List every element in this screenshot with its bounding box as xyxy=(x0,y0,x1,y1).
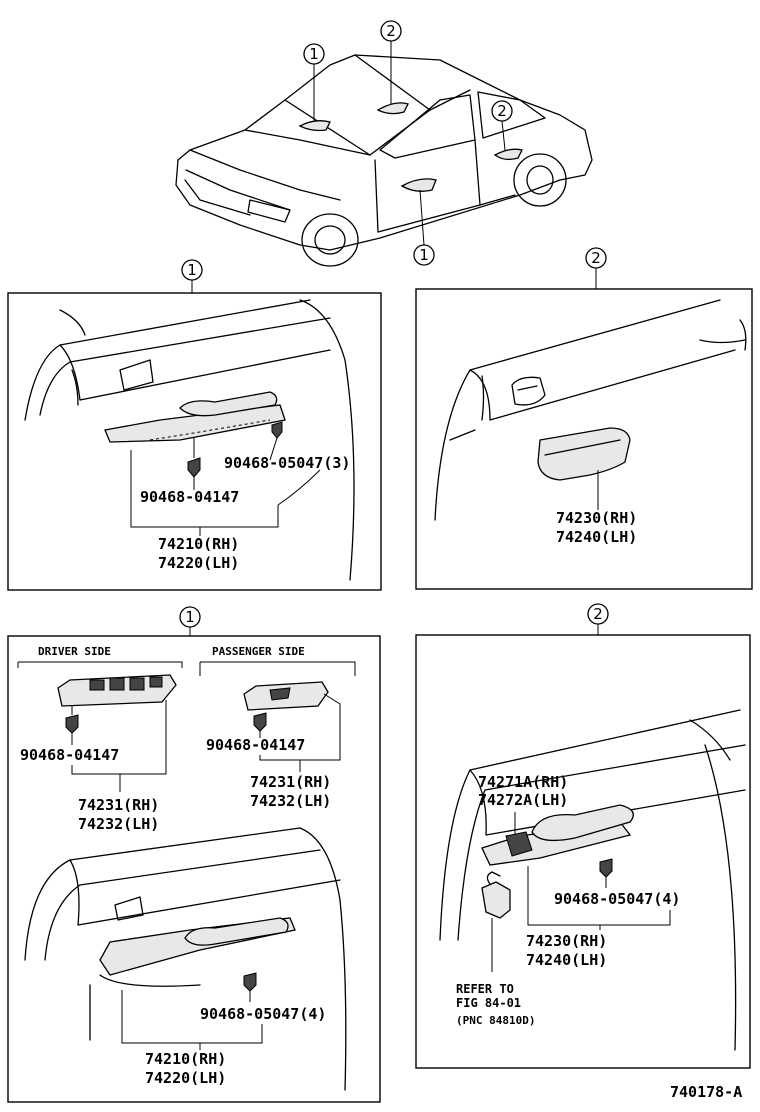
callout-car-1-top: 1 xyxy=(303,43,325,122)
driver-part-rh: 74231(RH) xyxy=(78,796,159,814)
panel-d-refer-line1: REFER TO xyxy=(456,982,514,996)
callout-panel-d: 2 xyxy=(587,603,609,635)
panel-d-connector-icon xyxy=(481,871,511,919)
driver-clip-icon xyxy=(65,714,79,734)
panel-d-handle xyxy=(481,804,634,866)
svg-text:1: 1 xyxy=(309,45,319,63)
panel-a-clip-icon xyxy=(187,457,201,478)
svg-text:2: 2 xyxy=(591,249,601,267)
panel-b-frame xyxy=(415,288,753,590)
driver-window-switch xyxy=(57,674,177,707)
panel-c-handle xyxy=(99,917,296,987)
panel-a-door-trim xyxy=(24,299,355,581)
panel-b-door-trim xyxy=(434,299,747,521)
panel-c-part-rh: 74210(RH) xyxy=(145,1050,226,1068)
car-illustration xyxy=(175,54,593,267)
panel-c-screw-label: 90468-05047(4) xyxy=(200,1005,326,1023)
panel-d-switch xyxy=(505,831,533,857)
svg-text:2: 2 xyxy=(497,102,507,120)
passenger-part-rh: 74231(RH) xyxy=(250,773,331,791)
panel-d-screw-label: 90468-05047(4) xyxy=(554,890,680,908)
panel-c-leader xyxy=(121,990,263,1044)
panel-c-door-trim xyxy=(24,827,347,1091)
driver-side-heading: DRIVER SIDE xyxy=(38,645,111,658)
svg-text:2: 2 xyxy=(386,22,396,40)
passenger-clip-icon xyxy=(253,712,267,732)
panel-a-leader-lines xyxy=(130,450,321,536)
panel-a-handle xyxy=(104,391,286,443)
panel-d-part-rh: 74230(RH) xyxy=(526,932,607,950)
panel-c-screw-icon xyxy=(243,972,257,992)
driver-side-bracket xyxy=(17,661,183,668)
passenger-window-switch xyxy=(243,681,329,711)
passenger-part-lh: 74232(LH) xyxy=(250,792,331,810)
callout-panel-b: 2 xyxy=(585,247,607,289)
panel-d-frame xyxy=(415,634,751,1069)
panel-c-part-lh: 74220(LH) xyxy=(145,1069,226,1087)
svg-text:1: 1 xyxy=(187,261,197,279)
callout-car-2-top: 2 xyxy=(380,20,402,104)
passenger-leader xyxy=(259,693,341,761)
panel-c-frame xyxy=(7,635,381,1103)
panel-d-leader xyxy=(527,866,671,926)
panel-a-part-lh: 74220(LH) xyxy=(158,554,239,572)
panel-b-part-lh: 74240(LH) xyxy=(556,528,637,546)
panel-a-frame xyxy=(7,292,382,591)
panel-a-clip-label: 90468-04147 xyxy=(140,488,239,506)
driver-clip-label: 90468-04147 xyxy=(20,746,119,764)
callout-panel-c: 1 xyxy=(179,606,201,636)
panel-a-screw-icon xyxy=(271,421,283,439)
driver-leader xyxy=(71,700,167,775)
panel-d-switch-lh: 74272A(LH) xyxy=(478,791,568,809)
panel-d-door-trim xyxy=(439,709,746,1051)
callout-car-1-bottom: 1 xyxy=(413,189,435,266)
panel-d-refer-line3: (PNC 84810D) xyxy=(456,1014,535,1027)
callout-car-2-rear: 2 xyxy=(491,100,513,151)
figure-code: 740178-A xyxy=(670,1083,742,1101)
svg-text:1: 1 xyxy=(185,608,195,626)
passenger-clip-label: 90468-04147 xyxy=(206,736,305,754)
driver-part-lh: 74232(LH) xyxy=(78,815,159,833)
svg-text:1: 1 xyxy=(419,246,429,264)
callout-panel-a: 1 xyxy=(181,259,203,293)
panel-b-part-rh: 74230(RH) xyxy=(556,509,637,527)
panel-a-part-rh: 74210(RH) xyxy=(158,535,239,553)
passenger-side-bracket xyxy=(199,661,356,676)
svg-text:2: 2 xyxy=(593,605,603,623)
panel-b-handle xyxy=(537,427,631,481)
panel-d-screw-icon xyxy=(599,858,613,878)
panel-d-switch-rh: 74271A(RH) xyxy=(478,773,568,791)
panel-a-screw-label: 90468-05047(3) xyxy=(224,454,350,472)
panel-d-refer-line2: FIG 84-01 xyxy=(456,996,521,1010)
passenger-side-heading: PASSENGER SIDE xyxy=(212,645,305,658)
panel-d-part-lh: 74240(LH) xyxy=(526,951,607,969)
